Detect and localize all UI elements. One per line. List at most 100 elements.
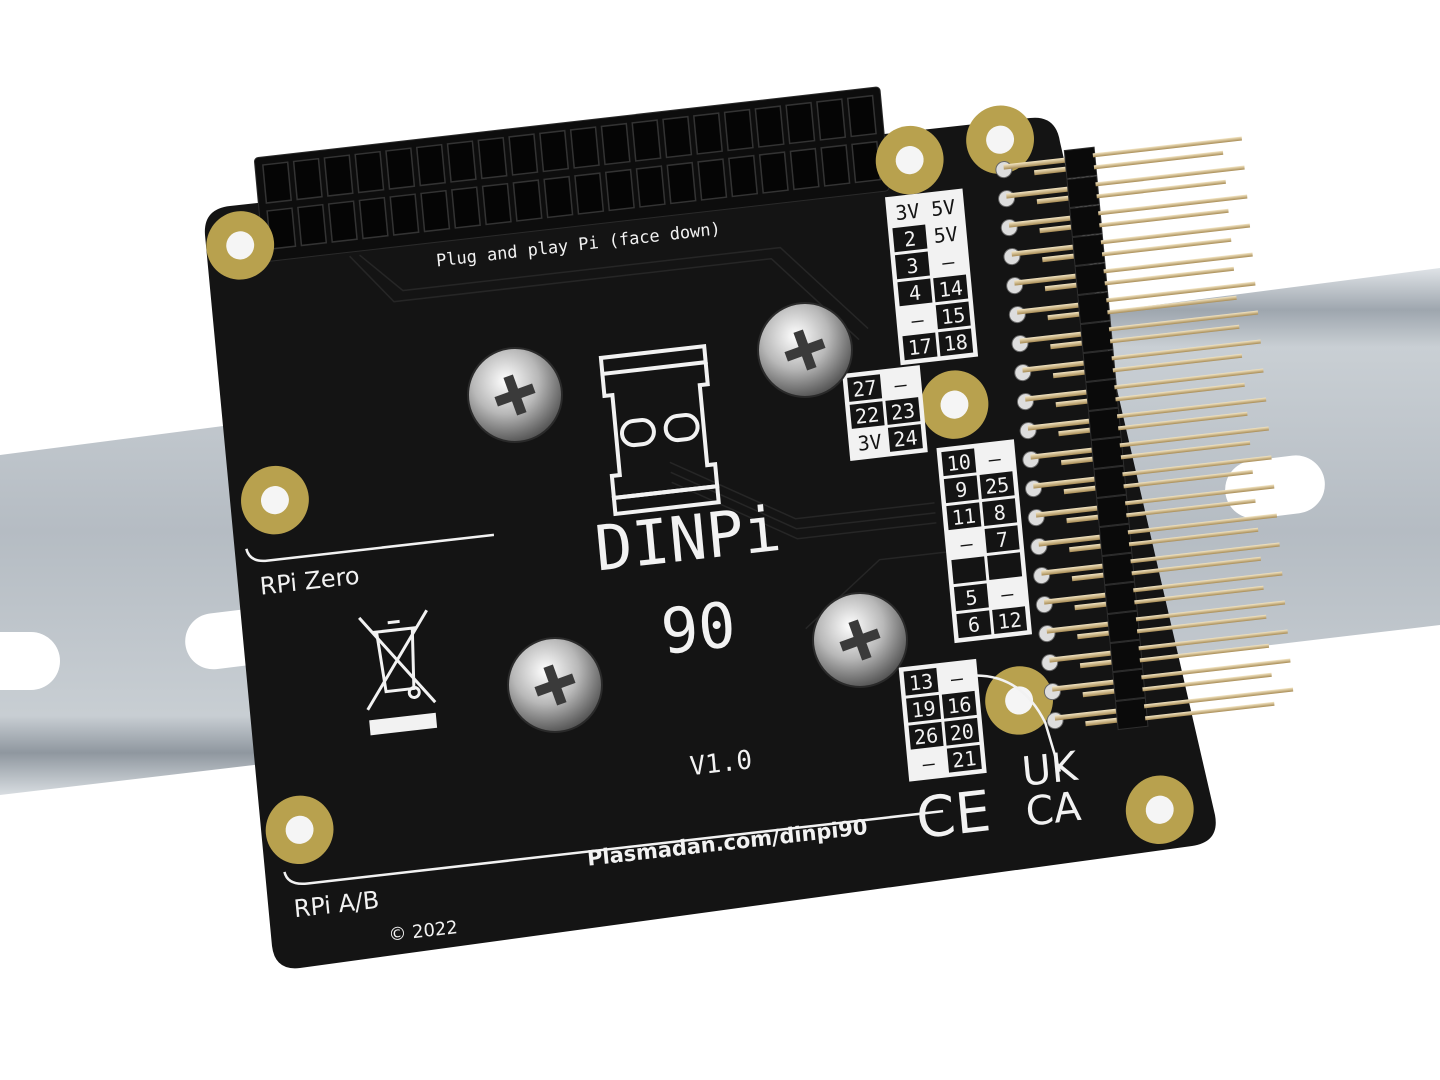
header-pin-pair (1041, 629, 1288, 673)
pin-label: 21 (951, 746, 977, 773)
header-pin-pair (1019, 397, 1267, 441)
header-pin-pair (1022, 426, 1269, 470)
header-pin-pair (1011, 310, 1259, 354)
socket-hole (385, 147, 416, 190)
pin-cell: 14 (933, 274, 969, 303)
socket-hole (292, 157, 323, 201)
pin-cell: 24 (887, 424, 923, 452)
pin-label: 16 (946, 692, 972, 719)
zero-divider (245, 533, 495, 563)
socket-hole (574, 172, 605, 215)
socket-hole (415, 143, 446, 187)
mounting-hole-icon (985, 666, 1054, 735)
board-content: Plug and play Pi (face down) DINPi 90 V1… (206, 86, 1294, 946)
socket-hole (692, 112, 723, 155)
pin-label: 15 (940, 303, 966, 330)
screw-icon (757, 302, 853, 398)
header-pin-pair (1046, 687, 1294, 731)
pin-label: 3 (905, 253, 919, 278)
pin-label: 5 (964, 585, 978, 610)
header-pin-pair (1003, 223, 1251, 267)
rail-slot (0, 632, 60, 690)
pin-label: 2 (903, 226, 917, 251)
pin-cell: 11 (946, 502, 982, 531)
socket-hole (600, 122, 631, 166)
socket-hole (354, 150, 385, 194)
pin-cell (987, 552, 1023, 581)
pin-cell: 6 (956, 610, 992, 639)
pin-cell: 23 (885, 397, 921, 425)
din-rail-icon (598, 343, 721, 517)
mounting-hole-icon (241, 465, 309, 535)
pin-cell: 10 (941, 448, 977, 477)
pin-cell: – (882, 370, 918, 398)
pin-label: 6 (967, 612, 981, 637)
pin-label: 19 (911, 696, 937, 723)
pin-cell (951, 556, 987, 585)
header-pin-pair (1000, 194, 1248, 238)
pin-cell: – (948, 529, 984, 558)
header-pin-pair (1038, 600, 1286, 644)
pin-label: – (950, 665, 965, 690)
socket-hole (297, 203, 328, 247)
mounting-hole-icon (206, 211, 275, 280)
version-label: V1.0 (688, 745, 753, 782)
gpio-header-socket (254, 86, 890, 262)
pin-label: 10 (946, 449, 972, 476)
ukca-mark-bottom: CA (1024, 784, 1084, 836)
socket-hole (635, 165, 666, 208)
socket-hole (789, 147, 820, 191)
pin-cell: 3V (889, 197, 925, 226)
pin-cell: 17 (902, 332, 938, 361)
pin-label: 20 (949, 719, 975, 746)
socket-hole (389, 193, 420, 236)
mounting-hole-icon (1125, 775, 1194, 844)
socket-hole (785, 101, 816, 145)
socket-hole (697, 158, 728, 201)
pin-label: 13 (908, 669, 934, 696)
corner-divider (970, 674, 1062, 772)
socket-hole (508, 133, 539, 176)
socket-hole (816, 98, 847, 141)
pin-cell: – (930, 247, 966, 276)
socket-hole (262, 161, 293, 204)
pin-cell: 8 (982, 498, 1018, 527)
pin-cell: – (977, 444, 1013, 473)
pin-cell: 3 (894, 251, 930, 280)
ab-divider (283, 809, 944, 886)
right-angle-pin-header (995, 136, 1294, 731)
socket-hole (323, 154, 354, 197)
pin-cell: 5V (925, 193, 961, 222)
screw-icon (467, 347, 563, 443)
pin-label: 9 (954, 477, 968, 502)
mounting-hole-icon (966, 105, 1034, 174)
socket-hole (569, 126, 600, 169)
socket-hole (723, 108, 754, 152)
pin-cell: 12 (992, 606, 1028, 635)
pin-cell: 22 (849, 401, 885, 429)
pin-cell: 3V (852, 428, 888, 456)
pin-cell: 15 (935, 301, 971, 330)
socket-hole (327, 200, 358, 243)
pin-label: 18 (943, 330, 969, 357)
pin-label: 7 (995, 527, 1009, 552)
pin-cell: 5 (953, 583, 989, 612)
pin-cell: 18 (938, 328, 974, 357)
header-pin-pair (1027, 484, 1275, 528)
socket-hole (754, 105, 785, 148)
header-pin-pair (1016, 368, 1264, 412)
header-pin-pair (998, 165, 1245, 209)
pin-label: 17 (907, 334, 933, 361)
pin-cell: 5V (928, 220, 964, 249)
pin-label: 5V (933, 222, 959, 249)
pin-label: – (959, 531, 974, 556)
socket-hole (477, 136, 508, 180)
pin-label: 12 (997, 607, 1023, 634)
pin-label: – (922, 751, 937, 776)
pin-label: 25 (984, 472, 1010, 499)
socket-hole (758, 151, 789, 194)
pin-cell: 19 (906, 694, 942, 723)
